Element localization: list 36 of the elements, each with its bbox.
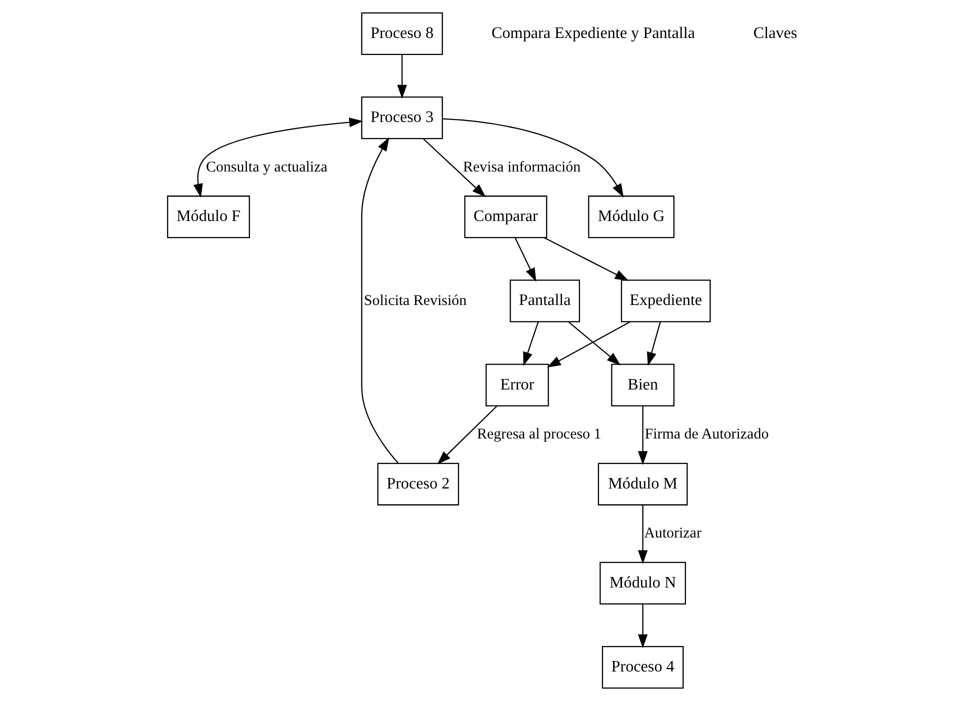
node-box: Proceso 2 <box>377 462 460 506</box>
arrow <box>437 406 498 464</box>
arrow <box>638 505 648 564</box>
arrow <box>423 138 486 198</box>
node-box: Comparar <box>464 196 548 238</box>
edge-label: Solicita Revisión <box>364 292 467 309</box>
arrow <box>514 238 536 282</box>
arrow <box>361 137 399 464</box>
node-box: Proceso 8 <box>361 12 443 56</box>
arrow <box>523 322 539 366</box>
arrow <box>568 321 621 366</box>
node-box: Módulo M <box>598 462 688 506</box>
node-box: Pantalla <box>510 280 580 322</box>
node-box: Proceso 4 <box>602 646 684 689</box>
edge-label: Regresa al proceso 1 <box>476 426 602 443</box>
edge-label: Firma de Autorizado <box>644 426 769 443</box>
label: Claves <box>753 24 798 42</box>
edge-label: Autorizar <box>644 526 702 542</box>
node-box: Expediente <box>620 280 711 322</box>
arrow <box>638 604 648 648</box>
node-box: Módulo N <box>600 562 686 605</box>
node-box: Error <box>486 364 549 406</box>
node-box: Bien <box>611 364 674 406</box>
edge-label: Revisa información <box>463 159 581 176</box>
arrow <box>544 237 629 281</box>
arrow <box>546 321 631 368</box>
node-box: Módulo G <box>588 196 674 238</box>
node-box: Proceso 3 <box>361 96 443 140</box>
arrow <box>193 117 364 198</box>
arrow <box>442 118 624 198</box>
edge-label: Consulta y actualiza <box>206 159 328 176</box>
node-box: Módulo F <box>167 196 250 238</box>
arrow <box>646 322 661 366</box>
label: Compara Expediente y Pantalla <box>492 24 696 42</box>
arrow <box>397 54 407 99</box>
arrow <box>638 406 648 466</box>
